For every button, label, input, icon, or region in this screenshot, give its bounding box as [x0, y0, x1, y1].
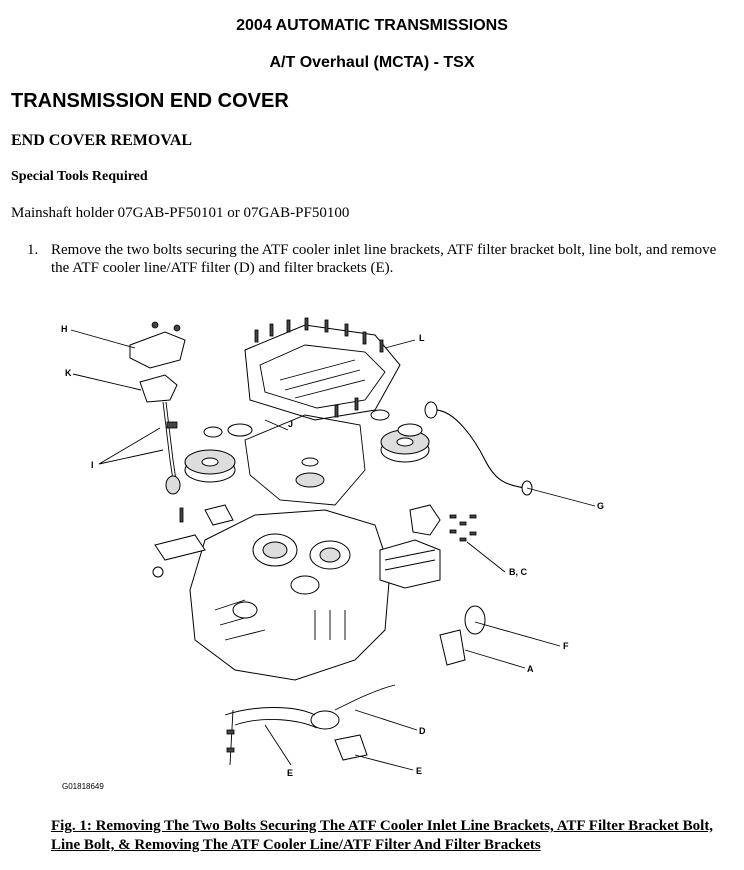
document-header-subtitle: A/T Overhaul (MCTA) - TSX	[269, 54, 475, 71]
callout-f: F	[563, 641, 569, 651]
figure-caption: Fig. 1: Removing The Two Bolts Securing …	[51, 818, 714, 853]
section-title: TRANSMISSION END COVER	[11, 90, 289, 112]
atf-filter-illustration	[224, 605, 486, 766]
callout-leader-lines	[70, 329, 596, 771]
step-number: 1.	[27, 242, 39, 258]
callout-d: D	[419, 726, 426, 736]
callout-i: I	[91, 460, 94, 470]
shift-lever-illustration	[152, 504, 234, 578]
special-tools-text: Mainshaft holder 07GAB-PF50101 or 07GAB-…	[11, 205, 350, 221]
callout-g: G	[597, 501, 604, 511]
callout-e-1: E	[287, 768, 293, 778]
callout-j: J	[288, 419, 293, 429]
callout-k: K	[65, 368, 72, 378]
transmission-case-illustration	[189, 509, 391, 681]
shift-linkage-illustration	[129, 321, 186, 495]
callout-b-c: B, C	[509, 567, 528, 577]
figure-code: G01818649	[62, 782, 104, 791]
atf-cooler-inlet-line-illustration	[424, 401, 533, 496]
transmission-exploded-diagram: H K I J L G B, C F A D E E	[55, 310, 615, 795]
end-cover-illustration	[244, 317, 401, 421]
callout-e-2: E	[416, 766, 422, 776]
valve-body-bracket-illustration	[379, 504, 477, 589]
callout-l: L	[419, 333, 425, 343]
document-header-title: 2004 AUTOMATIC TRANSMISSIONS	[236, 17, 508, 34]
callout-h: H	[61, 324, 68, 334]
subsection-title: END COVER REMOVAL	[11, 132, 193, 149]
procedure-step-1: 1. Remove the two bolts securing the ATF…	[27, 241, 727, 277]
step-text: Remove the two bolts securing the ATF co…	[51, 242, 717, 276]
gasket-illustration	[244, 414, 366, 506]
special-tools-heading: Special Tools Required	[11, 169, 148, 184]
callout-a: A	[527, 664, 534, 674]
gear-illustrations	[184, 409, 430, 488]
